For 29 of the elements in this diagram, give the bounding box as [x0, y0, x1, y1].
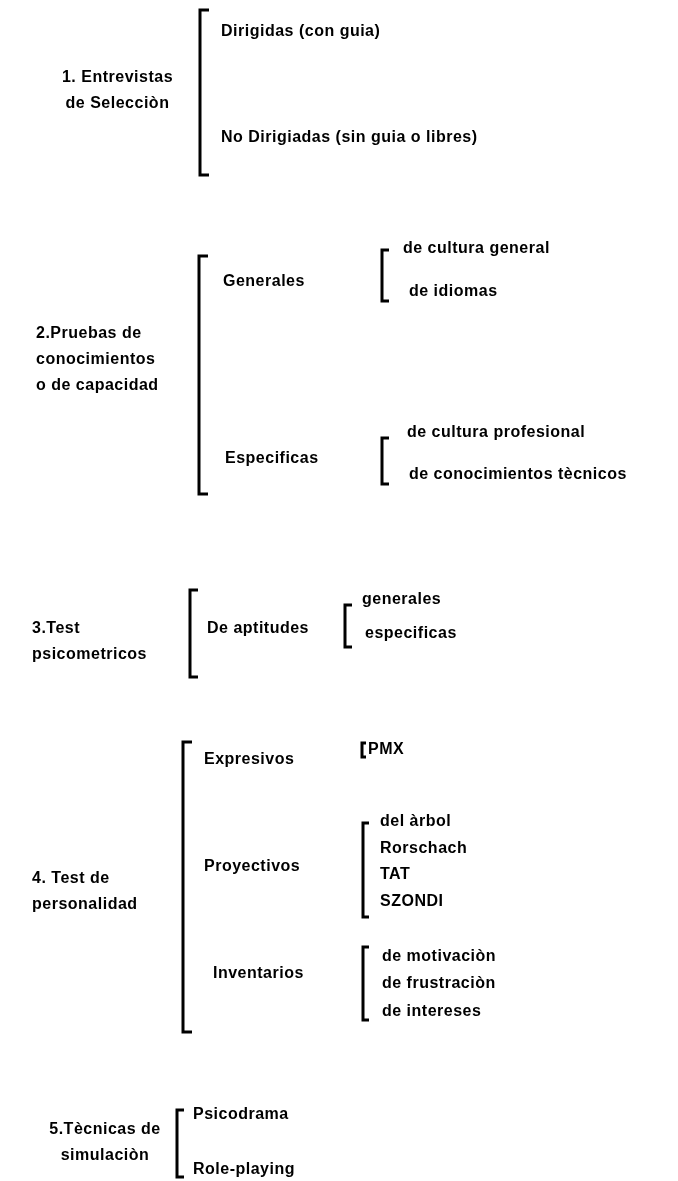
category-heading: 2.Pruebas de conocimientos o de capacidad — [36, 323, 160, 395]
list-item: Inventarios — [213, 963, 304, 983]
list-item: Rorschach — [380, 838, 468, 858]
list-item: de motivaciòn — [382, 946, 497, 966]
list-item: de idiomas — [409, 281, 498, 301]
category-heading: 3.Test psicometricos — [32, 618, 148, 664]
list-item: TAT — [380, 864, 411, 884]
list-item: De aptitudes — [207, 618, 309, 638]
list-item: del àrbol — [380, 811, 452, 831]
list-item: de cultura general — [403, 238, 550, 258]
category-heading: 4. Test de personalidad — [32, 868, 139, 914]
list-item: de conocimientos tècnicos — [409, 464, 627, 484]
list-item: de frustraciòn — [382, 973, 496, 993]
list-item: Expresivos — [204, 749, 295, 769]
category-heading: 1. Entrevistas de Selecciòn — [60, 67, 175, 113]
list-item: especificas — [365, 623, 457, 643]
list-item: Especificas — [225, 448, 319, 468]
list-item: de intereses — [382, 1001, 482, 1021]
list-item: Proyectivos — [204, 856, 301, 876]
list-item: Dirigidas (con guia) — [221, 21, 381, 41]
list-item: Generales — [223, 271, 305, 291]
list-item: SZONDI — [380, 891, 444, 911]
list-item: generales — [362, 589, 442, 609]
list-item: PMX — [368, 739, 405, 759]
list-item: Psicodrama — [193, 1104, 289, 1124]
list-item: Role-playing — [193, 1159, 295, 1179]
list-item: de cultura profesional — [407, 422, 586, 442]
category-heading: 5.Tècnicas de simulaciòn — [48, 1119, 162, 1165]
list-item: No Dirigiadas (sin guia o libres) — [221, 127, 478, 147]
